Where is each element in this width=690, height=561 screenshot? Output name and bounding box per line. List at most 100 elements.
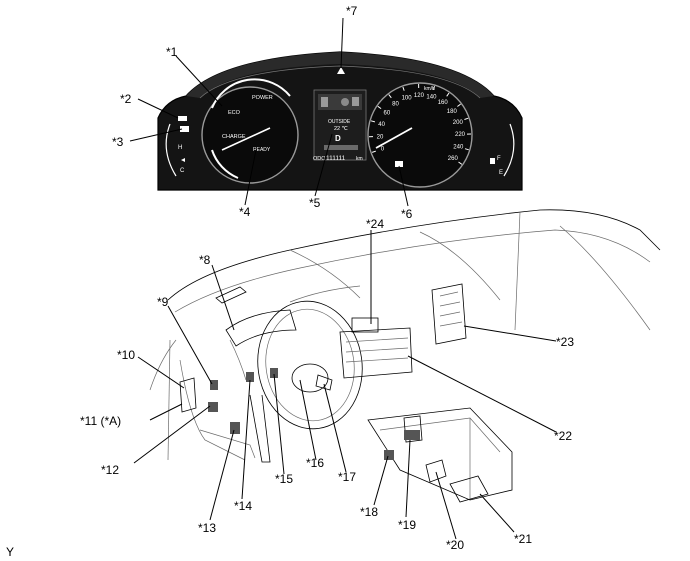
- battery-icon: [321, 97, 328, 107]
- speed-tick-mark: [370, 120, 376, 123]
- ready-label: READY: [253, 147, 271, 153]
- speed-tick-mark: [402, 86, 405, 91]
- speed-tick-label: 0: [381, 147, 385, 153]
- speed-tick-label: 240: [453, 145, 464, 151]
- dash-top-outline: [167, 209, 661, 301]
- speed-tick-label: 260: [448, 156, 459, 162]
- energy-flow-icon: [341, 98, 349, 106]
- odo-value: 111111: [326, 155, 346, 162]
- speed-tick-label: 100: [402, 95, 413, 101]
- speed-tick-mark: [432, 85, 435, 91]
- hybrid-needle: [221, 127, 271, 151]
- callout-4: *4: [239, 205, 251, 219]
- speed-tick-label: 160: [438, 100, 449, 106]
- master-warning-icon: [337, 67, 345, 74]
- multi-information-display: OUTSIDE 22 ℃ D ODO 111111 km: [313, 89, 367, 162]
- indicator-3-icon: [180, 126, 189, 132]
- engine-icon: [352, 97, 359, 106]
- speed-tick-label: 220: [455, 132, 466, 138]
- dashboard-sketch: [149, 209, 661, 503]
- callout-8: *8: [199, 253, 211, 267]
- fuel-full-label: F: [497, 156, 501, 162]
- speed-tick-mark: [371, 150, 376, 153]
- speed-tick-mark: [377, 105, 382, 110]
- callout-16: *16: [306, 456, 324, 470]
- defroster-vent: [215, 286, 247, 304]
- callout-6: *6: [401, 207, 413, 221]
- figure-code: Y: [6, 545, 14, 559]
- callout-20: *20: [446, 538, 464, 552]
- module-11: [179, 377, 197, 413]
- callout-1: *1: [166, 45, 178, 59]
- module-14: [246, 372, 254, 382]
- callout-13: *13: [198, 521, 216, 535]
- callout-21: *21: [514, 532, 532, 546]
- ecu-module-23: [431, 283, 467, 345]
- callout-7: *7: [346, 4, 358, 18]
- navigation-unit: [351, 317, 379, 333]
- speed-tick-mark: [458, 161, 463, 165]
- speed-tick-mark: [457, 103, 461, 107]
- callout-2: *2: [120, 92, 132, 106]
- center-panel: [339, 327, 413, 379]
- temp-high-label: H: [178, 145, 182, 151]
- speed-tick-label: 200: [453, 120, 464, 126]
- power-label: POWER: [252, 95, 273, 101]
- callout-18: *18: [360, 505, 378, 519]
- speed-tick-mark: [446, 92, 450, 97]
- callout-23: *23: [556, 335, 574, 349]
- speed-tick-label: 40: [378, 122, 385, 128]
- speed-unit: km/h: [424, 86, 435, 92]
- callout-labels: *1 *2 *3 *4 *5 *6 *7 *8 *9 *10 *11 (*A) …: [6, 4, 574, 559]
- speed-tick-label: 60: [384, 111, 391, 117]
- speed-tick-label: 140: [426, 95, 437, 101]
- spiral-cable: [291, 363, 329, 393]
- callout-22: *22: [554, 429, 572, 443]
- temp-needle-icon: [181, 158, 185, 162]
- module-9: [210, 380, 218, 390]
- module-13: [230, 422, 240, 434]
- instrument-cluster: H C F E POWER ECO CHARGE READY: [157, 51, 523, 191]
- callout-15: *15: [275, 472, 293, 486]
- callout-11: *11 (*A): [80, 414, 121, 428]
- callout-5: *5: [309, 196, 321, 210]
- temp-low-label: C: [180, 168, 185, 174]
- shift-knob: [404, 430, 420, 440]
- callout-3: *3: [112, 135, 124, 149]
- module-20: [425, 459, 447, 483]
- odo-label: ODO: [313, 156, 326, 162]
- callout-12: *12: [101, 463, 119, 477]
- speed-needle: [375, 127, 413, 149]
- odo-unit: km: [356, 156, 363, 162]
- speed-tick-label: 120: [414, 93, 425, 99]
- outside-label: OUTSIDE: [328, 119, 351, 125]
- callout-10: *10: [117, 348, 135, 362]
- airbag-sensor-21: [449, 475, 489, 503]
- cluster-top-band: [186, 52, 494, 98]
- steering-pad-switch: [315, 374, 333, 391]
- speed-tick-mark: [464, 117, 469, 120]
- fuel-gauge: F E: [490, 123, 515, 177]
- fuel-empty-label: E: [499, 170, 503, 176]
- temperature-gauge: H C: [165, 123, 185, 177]
- charge-label: CHARGE: [222, 134, 246, 140]
- speed-tick-mark: [388, 94, 392, 99]
- callout-9: *9: [157, 295, 169, 309]
- callout-19: *19: [398, 518, 416, 532]
- speed-tick-label: 180: [447, 109, 458, 115]
- module-18: [384, 450, 394, 460]
- speed-tick-label: 20: [377, 134, 384, 140]
- leader-lines: [129, 17, 557, 540]
- center-console: [367, 407, 513, 501]
- outside-temp: 22 ℃: [334, 126, 349, 132]
- module-15: [270, 368, 278, 378]
- cluster-in-dash: [225, 309, 297, 347]
- eco-label: ECO: [228, 110, 241, 116]
- warning-lamp-icon: [395, 161, 403, 167]
- fuel-pump-icon: [490, 158, 495, 164]
- module-12: [208, 402, 218, 412]
- speed-tick-mark: [464, 148, 469, 151]
